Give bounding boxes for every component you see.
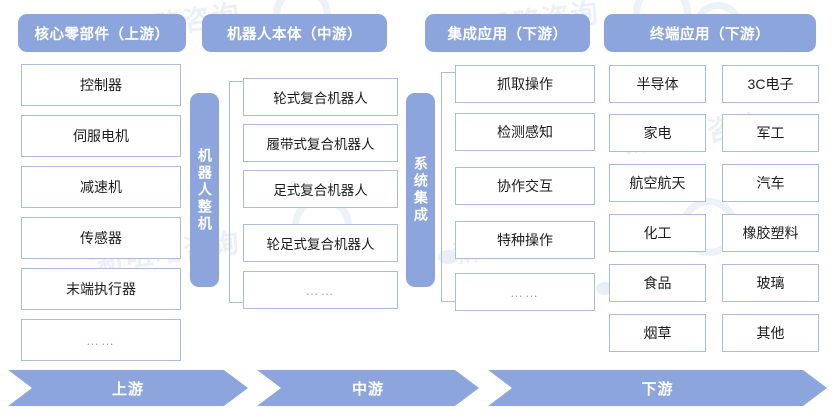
item-label: ……	[510, 284, 540, 300]
item-box[interactable]: 履带式复合机器人	[243, 124, 398, 162]
item-box[interactable]: 半导体	[609, 65, 706, 103]
item-label: 玻璃	[756, 275, 785, 291]
header-label: 集成应用（下游）	[447, 26, 568, 43]
item-label: 军工	[756, 125, 785, 141]
banner-segment-downstream[interactable]: 下游	[488, 370, 827, 406]
item-box[interactable]: 烟草	[609, 314, 706, 352]
column-header-terminal-application: 终端应用（下游）	[604, 14, 816, 52]
item-label: 半导体	[636, 76, 679, 92]
bracket-midstream	[229, 81, 243, 303]
item-label: 足式复合机器人	[273, 183, 368, 198]
item-label: 轮式复合机器人	[273, 91, 368, 106]
item-label: 烟草	[643, 325, 672, 341]
item-box[interactable]: 轮足式复合机器人	[243, 224, 398, 262]
side-label-robot-whole-machine: 机器人整机	[190, 93, 219, 287]
column-header-integrated-application: 集成应用（下游）	[425, 14, 590, 52]
item-label: 检测感知	[497, 124, 553, 140]
item-box[interactable]: 控制器	[21, 64, 181, 106]
item-label: 食品	[643, 275, 672, 291]
header-label: 机器人本体（中游）	[227, 26, 362, 43]
item-label: 控制器	[80, 77, 122, 93]
header-label: 终端应用（下游）	[650, 26, 770, 43]
item-box[interactable]: 3C电子	[722, 65, 819, 103]
column-header-midstream: 机器人本体（中游）	[202, 14, 387, 52]
item-box[interactable]: 检测感知	[455, 113, 595, 151]
item-label: 履带式复合机器人	[266, 137, 375, 152]
banner-segment-upstream[interactable]: 上游	[8, 370, 248, 406]
pipeline-banner: 上游 中游 下游	[8, 370, 827, 406]
item-label: 传感器	[80, 230, 122, 246]
item-box[interactable]: 末端执行器	[21, 268, 181, 310]
banner-label: 下游	[641, 380, 674, 398]
item-label: 其他	[756, 325, 785, 341]
column-header-upstream: 核心零部件（上游）	[18, 14, 186, 52]
item-label: 化工	[643, 225, 672, 241]
item-label: 轮足式复合机器人	[266, 237, 375, 252]
item-box[interactable]: 橡胶塑料	[722, 214, 819, 252]
item-box[interactable]: 抓取操作	[455, 65, 595, 103]
item-label: 减速机	[80, 179, 122, 195]
item-box[interactable]: 食品	[609, 264, 706, 302]
item-box[interactable]: 军工	[722, 114, 819, 152]
item-box[interactable]: 减速机	[21, 166, 181, 208]
item-label: 伺服电机	[73, 128, 129, 144]
item-box-ellipsis[interactable]: ……	[455, 273, 595, 311]
item-label: 航空航天	[629, 175, 686, 191]
item-label: ……	[305, 282, 336, 298]
item-box[interactable]: 化工	[609, 214, 706, 252]
banner-segment-midstream[interactable]: 中游	[257, 370, 479, 406]
item-box[interactable]: 汽车	[722, 164, 819, 202]
item-label: 协作交互	[497, 178, 553, 194]
item-box[interactable]: 航空航天	[609, 164, 706, 202]
item-label: 3C电子	[747, 76, 794, 92]
item-box[interactable]: 协作交互	[455, 167, 595, 205]
item-box[interactable]: 其他	[722, 314, 819, 352]
item-label: 汽车	[756, 175, 785, 191]
item-label: 家电	[643, 125, 672, 141]
side-label-text: 系统集成	[412, 156, 429, 224]
item-label: 抓取操作	[497, 76, 553, 92]
item-label: 特种操作	[497, 232, 553, 248]
item-box[interactable]: 伺服电机	[21, 115, 181, 157]
banner-label: 上游	[111, 380, 144, 398]
item-box[interactable]: 玻璃	[722, 264, 819, 302]
side-label-system-integration: 系统集成	[406, 93, 435, 287]
item-box-ellipsis[interactable]: ……	[243, 271, 398, 309]
item-label: 末端执行器	[66, 281, 136, 297]
item-box[interactable]: 特种操作	[455, 221, 595, 259]
item-label: 橡胶塑料	[742, 225, 799, 241]
item-box[interactable]: 轮式复合机器人	[243, 78, 398, 116]
item-box[interactable]: 传感器	[21, 217, 181, 259]
side-label-text: 机器人整机	[196, 147, 213, 233]
item-box[interactable]: 家电	[609, 114, 706, 152]
bracket-integrated-application	[441, 72, 455, 302]
header-label: 核心零部件（上游）	[34, 26, 170, 43]
item-box-ellipsis[interactable]: ……	[21, 319, 181, 361]
item-label: ……	[86, 332, 116, 348]
item-box[interactable]: 足式复合机器人	[243, 170, 398, 208]
banner-label: 中游	[351, 380, 384, 398]
